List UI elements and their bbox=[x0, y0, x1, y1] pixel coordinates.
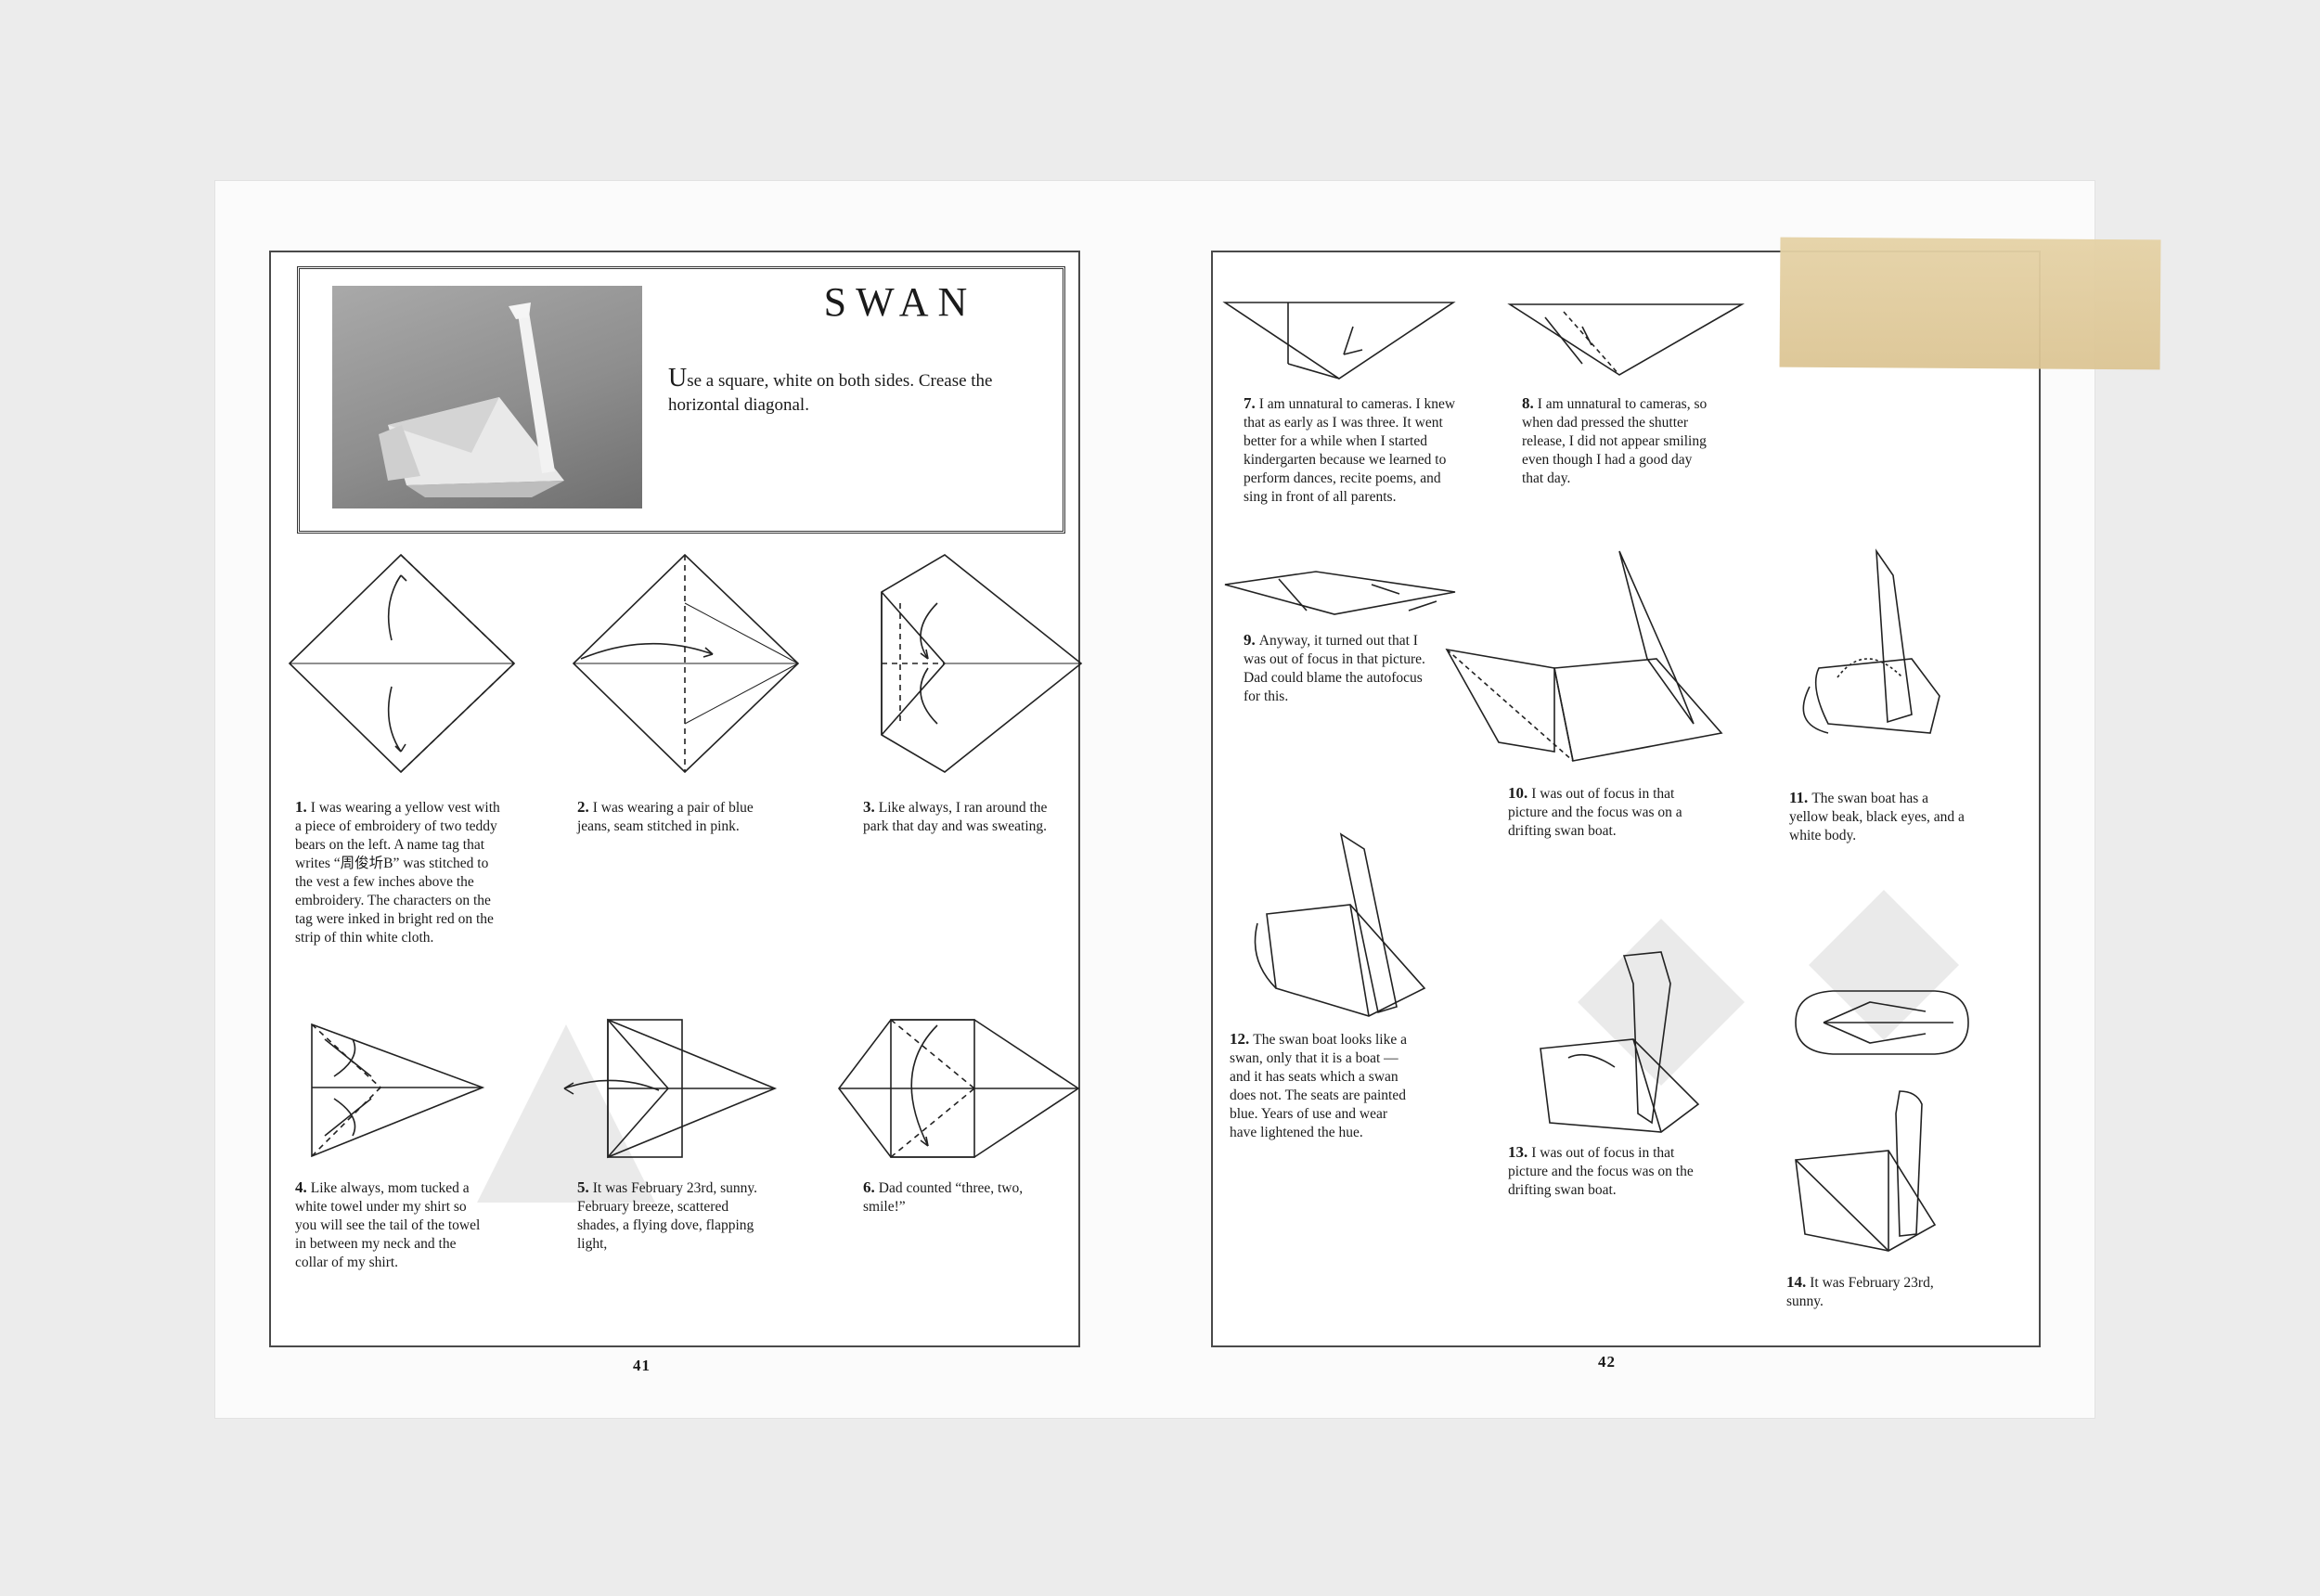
diagram-step-9 bbox=[1223, 566, 1460, 622]
diagram-step-13 bbox=[1513, 946, 1717, 1133]
step-number: 13. bbox=[1508, 1143, 1528, 1161]
step-text: The swan boat looks like a swan, only th… bbox=[1230, 1032, 1407, 1140]
page-title: SWAN bbox=[823, 279, 977, 325]
step-14-caption: 14.It was February 23rd, sunny. bbox=[1786, 1273, 1972, 1311]
diagram-step-13b bbox=[1786, 984, 1972, 1062]
step-12-caption: 12.The swan boat looks like a swan, only… bbox=[1230, 1030, 1415, 1142]
step-9-caption: 9.Anyway, it turned out that I was out o… bbox=[1244, 631, 1429, 706]
step-text: Dad counted “three, two, smile!” bbox=[863, 1180, 1024, 1215]
step-number: 2. bbox=[577, 798, 589, 816]
origami-swan-photo-image bbox=[379, 302, 564, 497]
diagram-step-7 bbox=[1222, 299, 1456, 382]
step-number: 14. bbox=[1786, 1273, 1807, 1291]
step-number: 5. bbox=[577, 1178, 589, 1196]
step-text: It was February 23rd, sunny. February br… bbox=[577, 1180, 757, 1252]
step-number: 3. bbox=[863, 798, 875, 816]
step-number: 4. bbox=[295, 1178, 307, 1196]
step-5-caption: 5.It was February 23rd, sunny. February … bbox=[577, 1178, 772, 1254]
step-7-caption: 7.I am unnatural to cameras. I knew that… bbox=[1244, 394, 1466, 507]
step-number: 8. bbox=[1522, 394, 1534, 412]
step-6-caption: 6.Dad counted “three, two, smile!” bbox=[863, 1178, 1049, 1216]
diagram-step-14 bbox=[1786, 1086, 1944, 1253]
intro-text: Use a square, white on both sides. Creas… bbox=[668, 362, 1039, 417]
diagram-step-12 bbox=[1239, 830, 1434, 1017]
intro-drop-letter: U bbox=[668, 364, 688, 393]
step-1-caption: 1.I was wearing a yellow vest with a pie… bbox=[295, 798, 509, 947]
diagram-step-8 bbox=[1507, 299, 1745, 382]
page-number-left: 41 bbox=[633, 1357, 651, 1374]
step-number: 9. bbox=[1244, 631, 1256, 649]
step-text: I was wearing a yellow vest with a piece… bbox=[295, 800, 500, 946]
step-text: I am unnatural to cameras. I knew that a… bbox=[1244, 396, 1456, 505]
step-2-caption: 2.I was wearing a pair of blue jeans, se… bbox=[577, 798, 772, 836]
swan-photo bbox=[332, 286, 642, 508]
bleed-through-shape bbox=[445, 1002, 687, 1225]
step-number: 6. bbox=[863, 1178, 875, 1196]
step-number: 10. bbox=[1508, 784, 1528, 802]
step-11-caption: 11.The swan boat has a yellow beak, blac… bbox=[1789, 789, 1966, 845]
bleed-through-shape bbox=[1800, 882, 1967, 1049]
masking-tape bbox=[1779, 237, 2161, 370]
step-text: Anyway, it turned out that I was out of … bbox=[1244, 633, 1425, 704]
diagram-step-4 bbox=[306, 1021, 492, 1160]
step-text: It was February 23rd, sunny. bbox=[1786, 1275, 1934, 1309]
step-text: Like always, I ran around the park that … bbox=[863, 800, 1048, 834]
step-text: The swan boat has a yellow beak, black e… bbox=[1789, 791, 1965, 843]
step-text: I was wearing a pair of blue jeans, seam… bbox=[577, 800, 754, 834]
step-8-caption: 8.I am unnatural to cameras, so when dad… bbox=[1522, 394, 1708, 488]
step-number: 7. bbox=[1244, 394, 1256, 412]
intro-body: se a square, white on both sides. Crease… bbox=[668, 371, 993, 415]
diagram-step-10 bbox=[1443, 547, 1723, 770]
diagram-step-3 bbox=[863, 547, 1086, 779]
bleed-through-shape bbox=[1559, 909, 1763, 1095]
step-10-caption: 10.I was out of focus in that picture an… bbox=[1508, 784, 1694, 841]
step-number: 12. bbox=[1230, 1030, 1250, 1048]
step-13-caption: 13.I was out of focus in that picture an… bbox=[1508, 1143, 1694, 1200]
diagram-step-2 bbox=[564, 547, 806, 779]
step-3-caption: 3.Like always, I ran around the park tha… bbox=[863, 798, 1058, 836]
step-number: 1. bbox=[295, 798, 307, 816]
step-4-caption: 4.Like always, mom tucked a white towel … bbox=[295, 1178, 490, 1272]
step-text: I was out of focus in that picture and t… bbox=[1508, 1145, 1694, 1198]
diagram-step-11 bbox=[1791, 547, 1949, 742]
step-text: Like always, mom tucked a white towel un… bbox=[295, 1180, 481, 1270]
step-text: I am unnatural to cameras, so when dad p… bbox=[1522, 396, 1708, 486]
page-number-right: 42 bbox=[1598, 1353, 1616, 1371]
diagram-step-1 bbox=[280, 547, 522, 779]
page-42 bbox=[1211, 251, 2041, 1347]
step-text: I was out of focus in that picture and t… bbox=[1508, 786, 1682, 839]
diagram-step-6 bbox=[835, 1016, 1081, 1160]
step-number: 11. bbox=[1789, 789, 1809, 806]
diagram-step-5 bbox=[557, 1016, 780, 1160]
